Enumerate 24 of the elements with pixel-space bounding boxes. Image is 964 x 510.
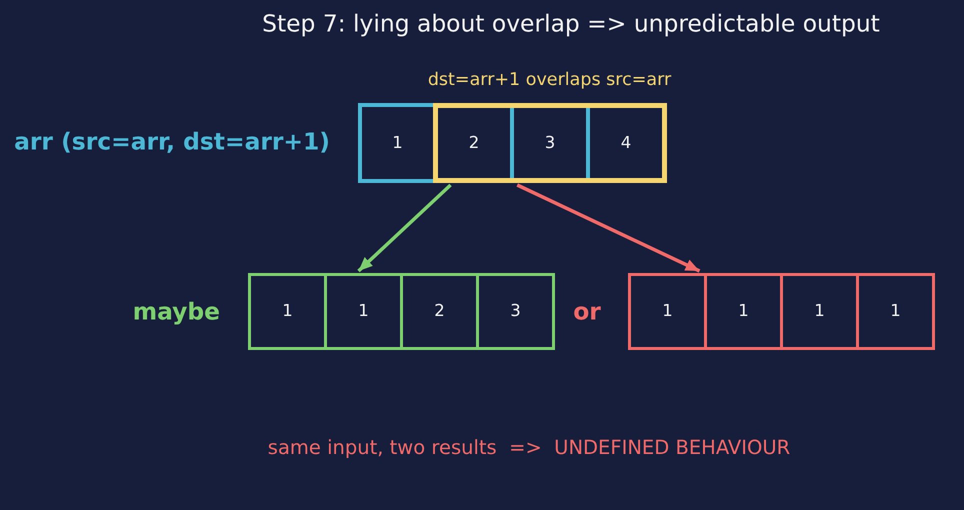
array-frame — [248, 273, 555, 350]
connector-word: or — [573, 298, 601, 326]
highlight-box — [433, 103, 667, 183]
array-cell: 1 — [707, 276, 783, 347]
array-cell: 1 — [251, 276, 327, 347]
arrow — [516, 183, 700, 273]
outcome-label: maybe — [132, 298, 220, 326]
array-cell: 2 — [403, 276, 479, 347]
array-cell: 1 — [362, 107, 433, 179]
array-cell: 2 — [438, 108, 514, 178]
array-cell: 1 — [631, 276, 707, 347]
conclusion-note: same input, two results => UNDEFINED BEHAVIOUR — [268, 436, 790, 460]
array-cell: 1 — [783, 276, 859, 347]
array-cell: 3 — [479, 276, 552, 347]
array-cell: 4 — [590, 108, 662, 178]
arrow — [357, 184, 452, 272]
title: Step 7: lying about overlap => unpredictable output — [262, 10, 880, 38]
array-frame — [358, 103, 667, 183]
annotation-label: dst=arr+1 overlaps src=arr — [428, 70, 672, 90]
array-label: arr (src=arr, dst=arr+1) — [14, 128, 330, 156]
array-cell: 3 — [514, 108, 590, 178]
array-cell: 1 — [327, 276, 403, 347]
array-cell: 1 — [859, 276, 932, 347]
array-frame — [628, 273, 935, 350]
